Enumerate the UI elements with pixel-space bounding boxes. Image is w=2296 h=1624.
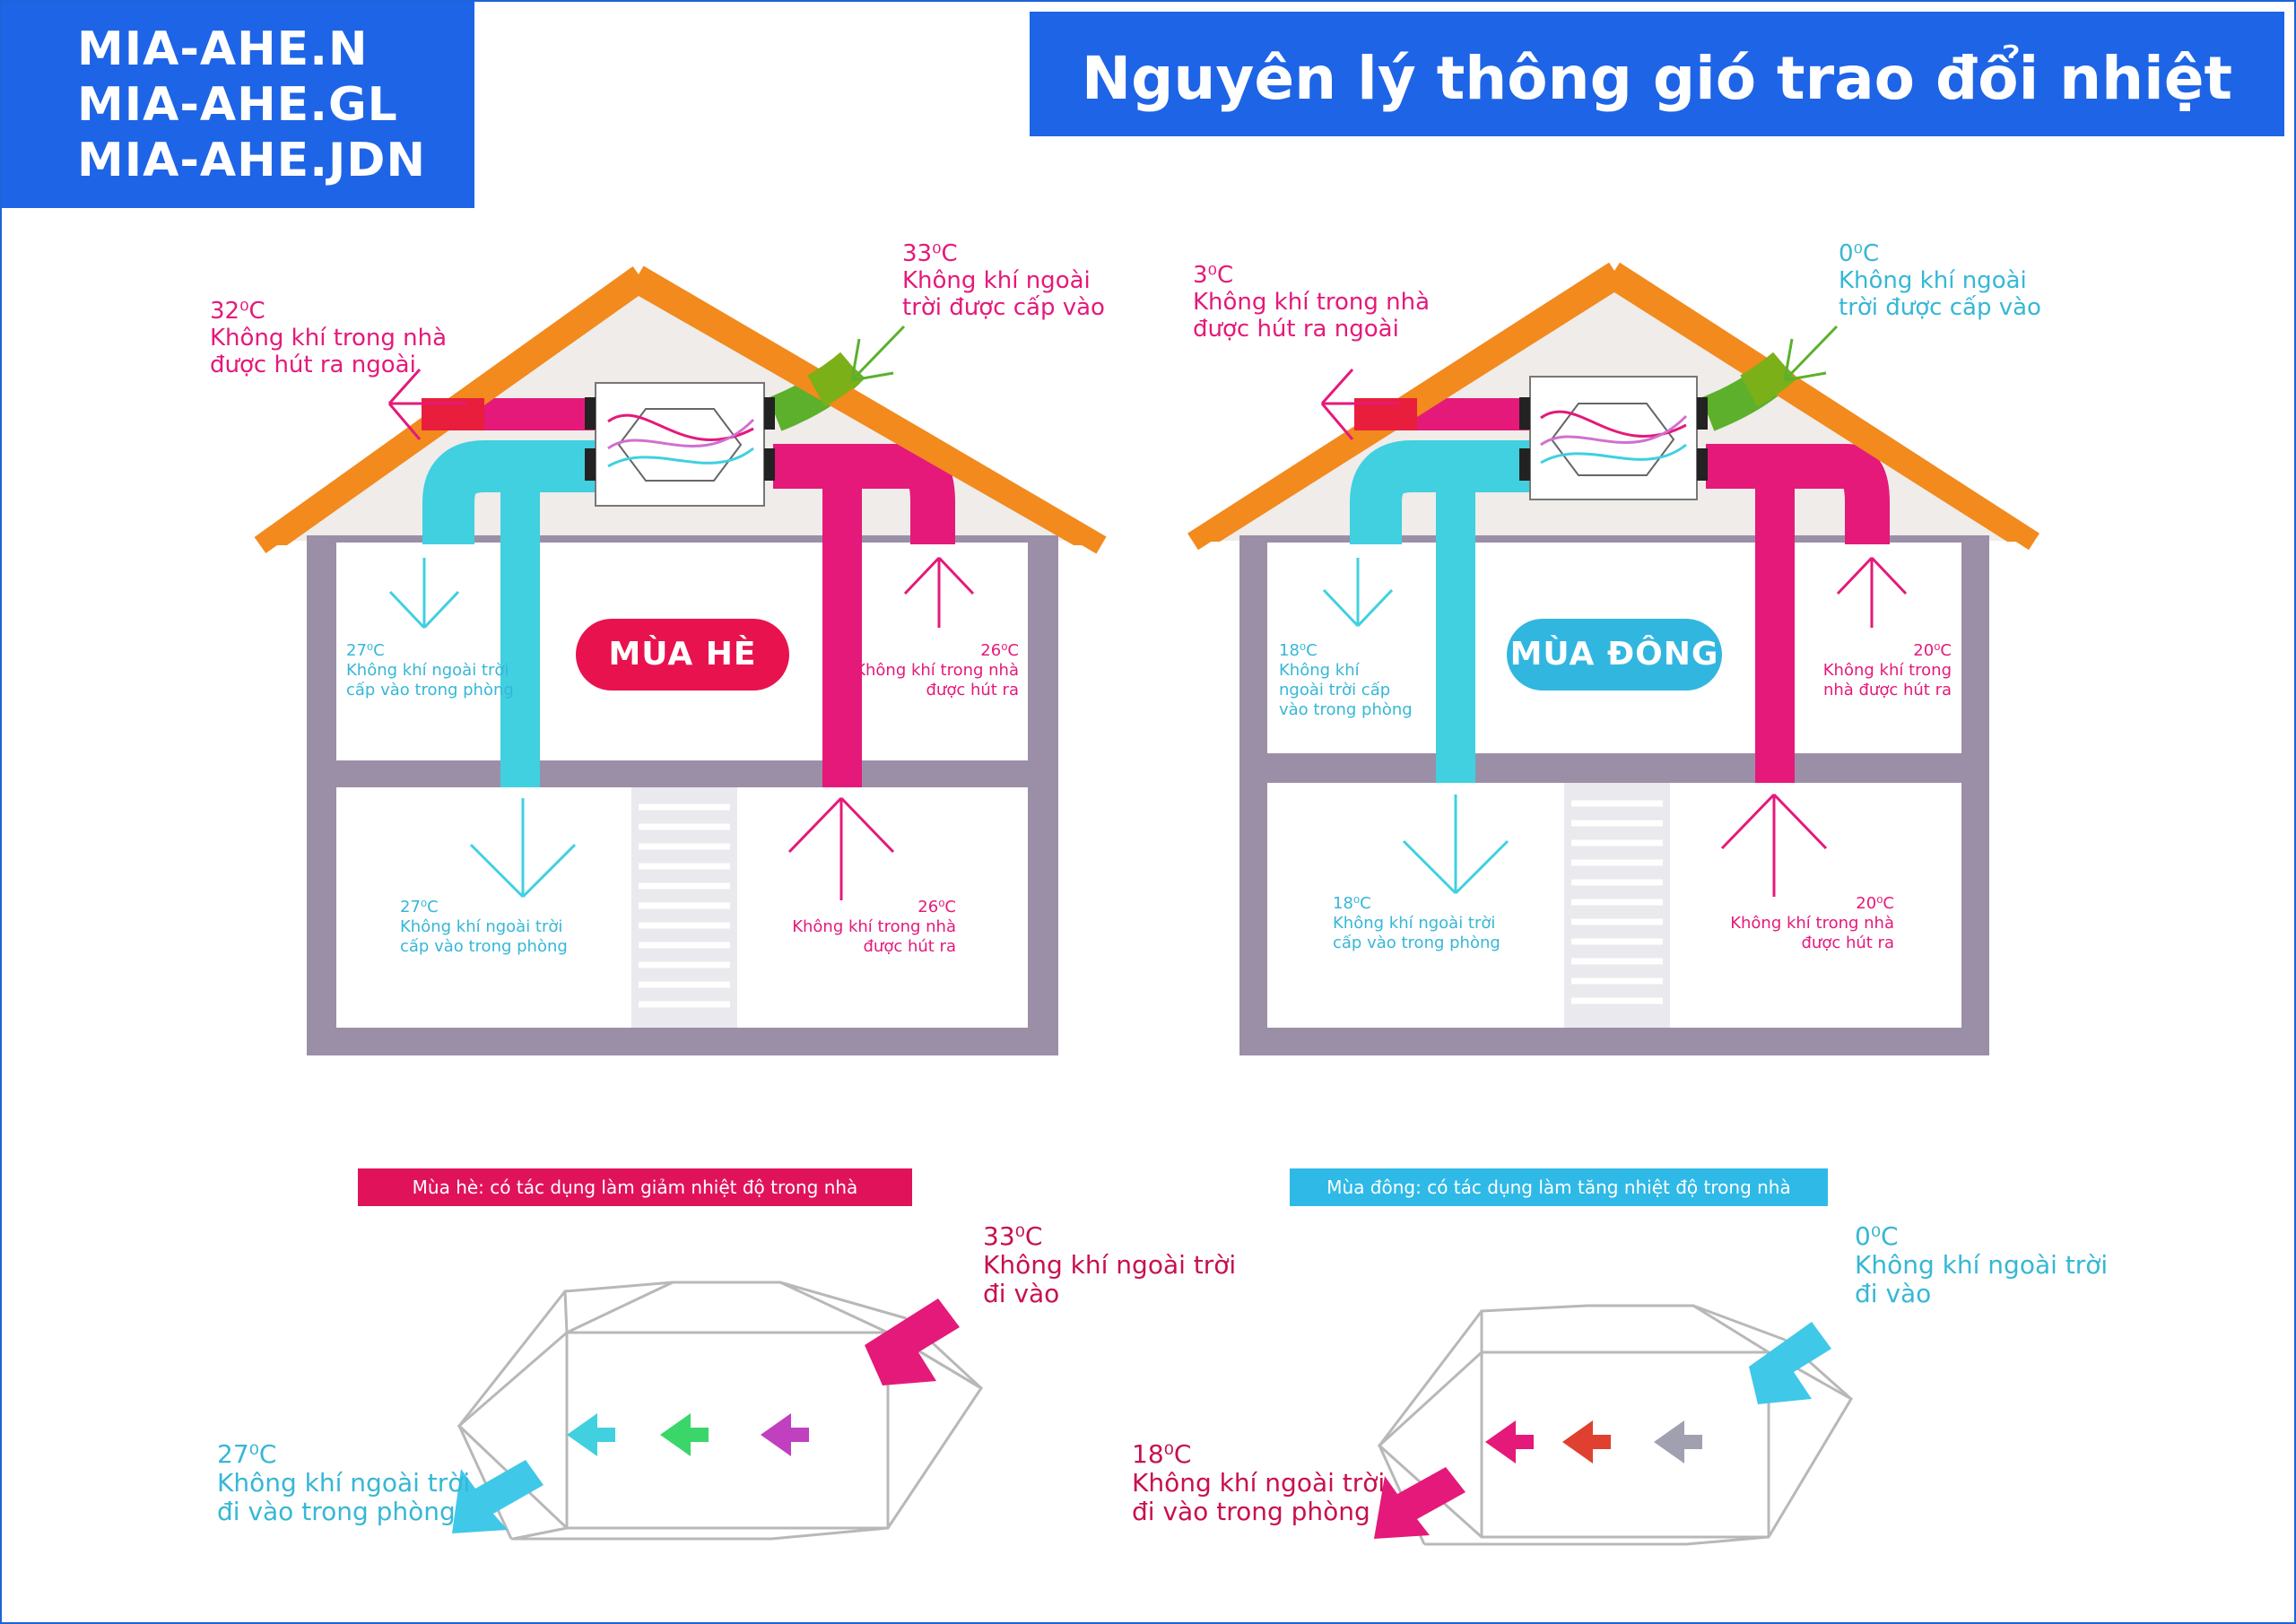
- lower-right-room: [737, 787, 1028, 1028]
- model-name: MIA-AHE.N: [77, 22, 369, 76]
- exhaust-out-arrow: [1320, 368, 1399, 440]
- lower-supply-arrow: [1402, 795, 1509, 895]
- model-name: MIA-AHE.JDN: [77, 134, 426, 187]
- intake-in-arrow: [1783, 325, 1839, 382]
- summer-upper-supply-label: 27⁰C Không khí ngoài trời cấp vào trong …: [346, 641, 514, 699]
- stair-steps: [1571, 800, 1663, 1004]
- winter-badge: MÙA ĐÔNG: [1507, 619, 1722, 690]
- winter-core-in-label: 0⁰C Không khí ngoài trời đi vào: [1855, 1221, 2109, 1308]
- exhaust-out-arrow: [387, 368, 466, 440]
- supply-duct: [422, 440, 596, 544]
- lower-right-room: [1670, 783, 1961, 1028]
- winter-lower-extract-label: 20⁰C Không khí trong nhà được hút ra: [1730, 894, 1894, 952]
- flow-arrow: [567, 1413, 615, 1456]
- summer-intake-label: 33⁰C Không khí ngoài trời được cấp vào: [902, 240, 1105, 321]
- extract-duct: [773, 444, 955, 544]
- winter-intake-label: 0⁰C Không khí ngoài trời được cấp vào: [1839, 240, 2041, 321]
- winter-exhaust-label: 3⁰C Không khí trong nhà được hút ra ngoà…: [1193, 262, 1431, 343]
- winter-lower-supply-label: 18⁰C Không khí ngoài trời cấp vào trong …: [1333, 894, 1500, 952]
- winter-upper-supply-label: 18⁰C Không khí ngoài trời cấp vào trong …: [1279, 641, 1413, 719]
- flow-arrow: [1654, 1420, 1702, 1463]
- winter-core-out-label: 18⁰C Không khí ngoài trời đi vào trong p…: [1132, 1439, 1386, 1526]
- supply-riser: [500, 466, 540, 787]
- exchanger-core: [1550, 403, 1675, 476]
- lower-left-room: [336, 787, 631, 1028]
- flow-arrow: [761, 1413, 809, 1456]
- summer-core-in-label: 33⁰C Không khí ngoài trời đi vào: [983, 1221, 1237, 1308]
- flow-arrow: [1485, 1420, 1534, 1463]
- winter-note: Mùa đông: có tác dụng làm tăng nhiệt độ …: [1290, 1168, 1828, 1206]
- model-name: MIA-AHE.GL: [77, 78, 398, 132]
- upper-supply-arrow: [1322, 558, 1394, 628]
- lower-supply-arrow: [469, 798, 577, 899]
- summer-core-out-label: 27⁰C Không khí ngoài trời đi vào trong p…: [217, 1439, 471, 1526]
- warm-outflow-arrow: [1374, 1467, 1465, 1539]
- lower-left-room: [1267, 783, 1564, 1028]
- extract-riser: [1755, 466, 1795, 783]
- title-banner: Nguyên lý thông gió trao đổi nhiệt: [1030, 12, 2284, 136]
- flow-arrow: [660, 1413, 709, 1456]
- extract-riser: [822, 466, 862, 787]
- summer-lower-supply-label: 27⁰C Không khí ngoài trời cấp vào trong …: [400, 898, 568, 956]
- cold-inflow-arrow: [1749, 1322, 1831, 1404]
- summer-note: Mùa hè: có tác dụng làm giảm nhiệt độ tr…: [358, 1168, 912, 1206]
- stair-steps: [639, 803, 730, 1008]
- lower-extract-arrow: [1720, 793, 1828, 897]
- flow-arrow: [1562, 1420, 1611, 1463]
- summer-upper-extract-label: 26⁰C Không khí trong nhà được hút ra: [855, 641, 1019, 699]
- page-title: Nguyên lý thông gió trao đổi nhiệt: [1081, 44, 2233, 113]
- summer-badge: MÙA HÈ: [576, 619, 789, 690]
- winter-upper-extract-label: 20⁰C Không khí trong nhà được hút ra: [1822, 641, 1952, 699]
- supply-duct: [1350, 440, 1530, 544]
- upper-extract-arrow: [1836, 556, 1908, 628]
- model-list-box: MIA-AHE.N MIA-AHE.GL MIA-AHE.JDN: [2, 2, 474, 208]
- exchanger-core: [617, 408, 743, 482]
- hot-inflow-arrow: [865, 1298, 960, 1385]
- cool-outflow-arrow: [452, 1460, 544, 1533]
- extract-duct: [1706, 444, 1890, 544]
- winter-core-diagram: [1374, 1304, 1854, 1546]
- lower-extract-arrow: [787, 796, 895, 900]
- upper-supply-arrow: [388, 558, 460, 630]
- upper-extract-arrow: [903, 556, 975, 628]
- summer-lower-extract-label: 26⁰C Không khí trong nhà được hút ra: [792, 898, 956, 956]
- summer-core-diagram: [452, 1281, 984, 1541]
- supply-riser: [1436, 466, 1475, 783]
- summer-exhaust-label: 32⁰C Không khí trong nhà được hút ra ngo…: [210, 298, 448, 378]
- intake-in-arrow: [850, 325, 906, 382]
